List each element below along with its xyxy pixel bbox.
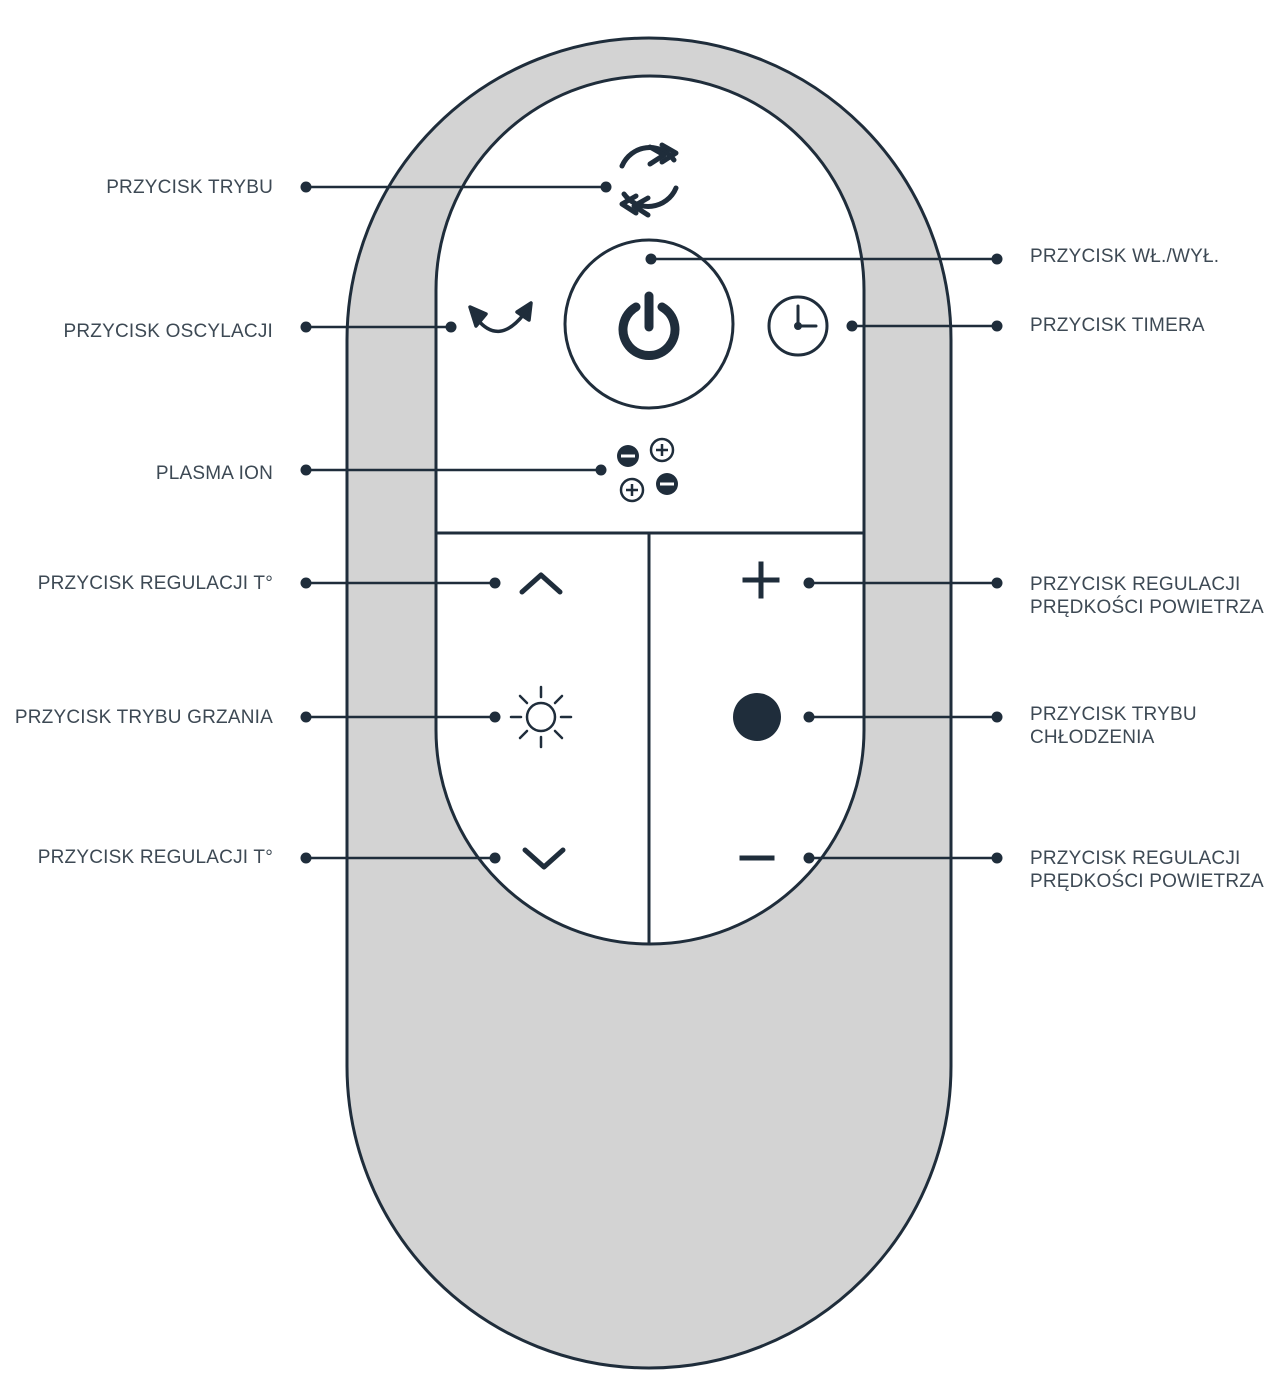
leader-heat xyxy=(300,711,501,723)
label-cool-mode-line2: CHŁODZENIA xyxy=(1030,727,1155,748)
label-plasma-ion: PLASMA ION xyxy=(155,463,273,484)
label-fan-speed-up: PRZYCISK REGULACJI PRĘDKOŚCI POWIETRZA xyxy=(1030,573,1264,619)
leader-temp-up xyxy=(300,577,501,589)
leader-lines xyxy=(300,181,1003,864)
label-fan-speed-down-line2: PRĘDKOŚCI POWIETRZA xyxy=(1030,871,1264,892)
swing-arrows-icon xyxy=(468,301,533,334)
leader-plasma xyxy=(300,464,607,476)
label-fan-speed-up-line1: PRZYCISK REGULACJI xyxy=(1030,574,1241,595)
leader-mode xyxy=(300,181,612,193)
temp-up-button[interactable] xyxy=(519,572,563,595)
label-heat-mode: PRZYCISK TRYBU GRZANIA xyxy=(14,707,273,728)
sun-icon xyxy=(509,685,573,749)
cool-mode-button[interactable] xyxy=(733,693,781,741)
leader-power xyxy=(645,253,1003,265)
oscillation-button[interactable] xyxy=(468,301,533,334)
power-icon xyxy=(618,291,680,360)
label-oscillation: PRZYCISK OSCYLACJI xyxy=(63,321,273,342)
panel-dividers xyxy=(436,531,864,944)
leader-temp-down xyxy=(300,852,501,864)
leader-oscillation xyxy=(300,321,457,333)
label-cool-mode: PRZYCISK TRYBU CHŁODZENIA xyxy=(1030,703,1197,749)
label-power: PRZYCISK WŁ./WYŁ. xyxy=(1030,246,1220,267)
label-timer: PRZYCISK TIMERA xyxy=(1030,315,1205,336)
label-temp-up: PRZYCISK REGULACJI T° xyxy=(37,573,273,594)
plasma-ion-button[interactable] xyxy=(617,437,678,503)
temp-down-button[interactable] xyxy=(522,847,566,870)
leader-speed-down xyxy=(803,852,1003,864)
leader-speed-up xyxy=(803,577,1003,589)
clock-icon xyxy=(767,295,829,357)
heat-mode-button[interactable] xyxy=(509,685,573,749)
plus-icon xyxy=(742,561,780,599)
label-fan-speed-down-line1: PRZYCISK REGULACJI xyxy=(1030,848,1241,869)
mode-button[interactable] xyxy=(619,142,679,218)
timer-button[interactable] xyxy=(767,295,829,357)
label-fan-speed-down: PRZYCISK REGULACJI PRĘDKOŚCI POWIETRZA xyxy=(1030,847,1264,893)
chevron-up-icon xyxy=(519,572,563,595)
chevron-down-icon xyxy=(522,847,566,870)
label-fan-speed-up-line2: PRĘDKOŚCI POWIETRZA xyxy=(1030,597,1264,618)
leader-timer xyxy=(846,320,1003,332)
label-mode: PRZYCISK TRYBU xyxy=(106,177,273,198)
label-cool-mode-line1: PRZYCISK TRYBU xyxy=(1030,704,1197,725)
ion-plus-minus-icon xyxy=(617,437,678,503)
label-temp-down: PRZYCISK REGULACJI T° xyxy=(37,847,273,868)
power-button[interactable] xyxy=(563,238,735,410)
fan-speed-up-button[interactable] xyxy=(742,561,780,599)
cycle-arrows-icon xyxy=(619,142,679,218)
leader-cool xyxy=(803,711,1003,723)
filled-dot-icon xyxy=(733,693,781,741)
